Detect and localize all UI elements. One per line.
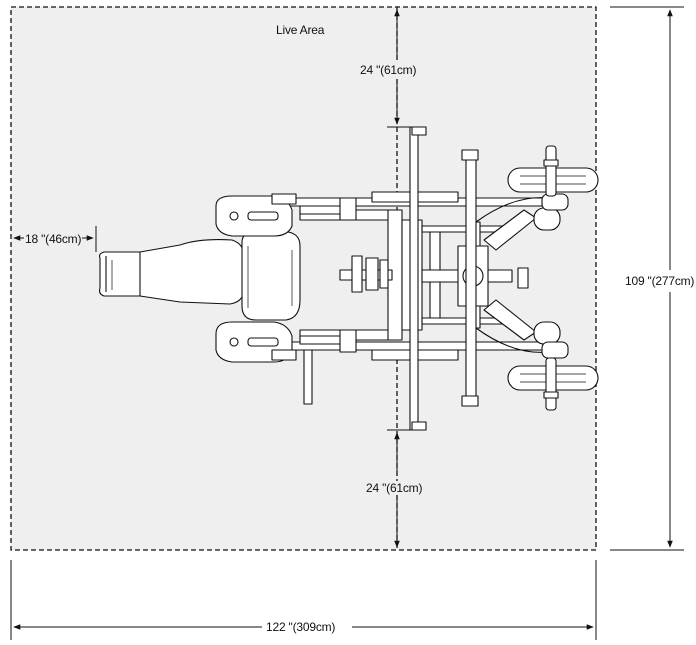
handle-top [215,193,357,237]
leg-press-machine [98,126,599,431]
footplate-bars [409,126,479,431]
live-area-title: Live Area [276,23,325,37]
width-dimension [10,560,597,640]
left-clearance-dimension [13,226,97,252]
seat-pad [241,231,301,321]
width-label: 122 "(309cm) [264,620,338,634]
depth-dimension [610,6,684,551]
handle-bottom [215,321,357,363]
left-clearance-label: 18 "(46cm) [24,232,83,246]
weight-plate-bottom [507,357,599,411]
top-clearance-label: 24 "(61cm) [359,63,418,77]
depth-label: 109 "(277cm) [623,274,696,288]
weight-plate-top [507,145,599,197]
bottom-clearance-label: 24 "(61cm) [365,481,424,495]
center-weight-horn [339,255,393,293]
